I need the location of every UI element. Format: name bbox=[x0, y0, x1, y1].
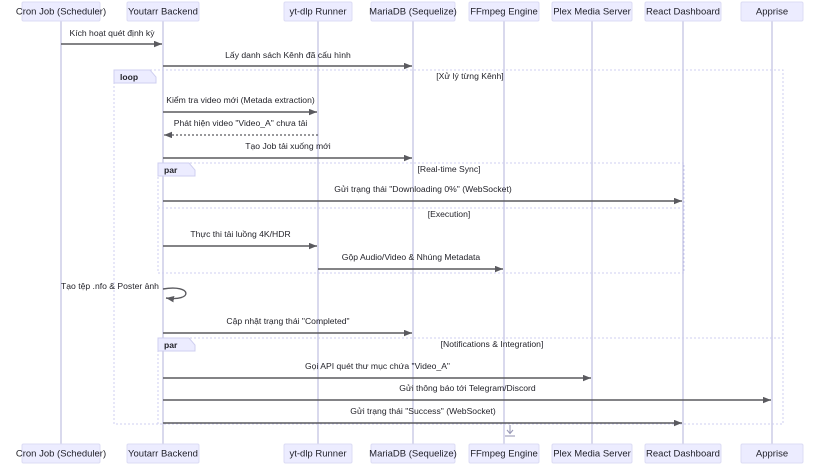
actor-mariadb-top[interactable]: MariaDB (Sequelize) bbox=[369, 1, 457, 22]
message-label-m1: Kích hoạt quét định kỳ bbox=[69, 28, 155, 38]
actor-react-bottom[interactable]: React Dashboard bbox=[644, 443, 722, 464]
actor-box-plex-bottom[interactable] bbox=[551, 443, 633, 464]
fragment-par-notifications bbox=[157, 337, 784, 425]
messages-group: Kích hoạt quét định kỳ Lấy danh sách Kênh… bbox=[61, 28, 771, 427]
actors-top-group: Cron Job (Scheduler) Youtarr Backend yt-dl… bbox=[16, 1, 804, 22]
actor-box-ytdlp-bottom[interactable] bbox=[283, 443, 353, 464]
message-label-m9: Cập nhật trạng thái "Completed" bbox=[226, 316, 349, 326]
actor-label-ytdlp-top: yt-dlp Runner bbox=[289, 7, 346, 18]
actor-backend-bottom[interactable]: Youtarr Backend bbox=[126, 443, 200, 464]
fragment-kind-label-loop-channels: loop bbox=[120, 72, 138, 82]
actor-box-ffmpeg-top[interactable] bbox=[468, 1, 540, 22]
message-label-m3: Kiểm tra video mới (Metada extraction) bbox=[166, 95, 315, 105]
actor-backend-top[interactable]: Youtarr Backend bbox=[126, 1, 200, 22]
message-label-m11: Gửi thông báo tới Telegram/Discord bbox=[399, 383, 536, 393]
actor-apprise-top[interactable]: Apprise bbox=[740, 1, 804, 22]
actor-label-ytdlp-bottom: yt-dlp Runner bbox=[289, 449, 346, 460]
actor-label-cron-bottom: Cron Job (Scheduler) bbox=[16, 449, 106, 460]
actor-label-plex-top: Plex Media Server bbox=[553, 7, 631, 18]
actor-box-react-top[interactable] bbox=[644, 1, 722, 22]
actor-box-apprise-bottom[interactable] bbox=[740, 443, 804, 464]
lifelines-group bbox=[60, 21, 773, 444]
fragments-group: loop [Xử lý từng Kênh] par [Real-time Sync]… bbox=[113, 69, 784, 425]
message-label-m2: Lấy danh sách Kênh đã cấu hình bbox=[225, 50, 351, 60]
actor-cron-bottom[interactable]: Cron Job (Scheduler) bbox=[16, 443, 106, 464]
message-label-m5: Tạo Job tải xuống mới bbox=[245, 141, 330, 151]
actor-apprise-bottom[interactable]: Apprise bbox=[740, 443, 804, 464]
actor-label-react-top: React Dashboard bbox=[646, 7, 720, 18]
actor-box-mariadb-top[interactable] bbox=[370, 1, 456, 22]
actor-plex-top[interactable]: Plex Media Server bbox=[551, 1, 633, 22]
actor-box-cron-bottom[interactable] bbox=[21, 443, 101, 464]
fragment-alt-title-par-realtime: [Execution] bbox=[428, 209, 471, 219]
message-label-m7: Thực thi tải luồng 4K/HDR bbox=[190, 229, 290, 239]
message-label-m8: Gộp Audio/Video & Nhúng Metadata bbox=[342, 252, 481, 262]
self-messages-group: Tạo tệp .nfo & Poster ảnh bbox=[61, 281, 187, 303]
actor-plex-bottom[interactable]: Plex Media Server bbox=[551, 443, 633, 464]
actor-label-cron-top: Cron Job (Scheduler) bbox=[16, 7, 106, 18]
actor-box-cron-top[interactable] bbox=[21, 1, 101, 22]
icons-group bbox=[505, 425, 515, 437]
actor-label-ffmpeg-bottom: FFmpeg Engine bbox=[470, 449, 538, 460]
actor-cron-top[interactable]: Cron Job (Scheduler) bbox=[16, 1, 106, 22]
actor-box-backend-top[interactable] bbox=[126, 1, 200, 22]
self-message-label-sm1: Tạo tệp .nfo & Poster ảnh bbox=[61, 281, 159, 291]
message-label-m6: Gửi trạng thái "Downloading 0%" (WebSock… bbox=[334, 184, 512, 194]
actor-label-backend-top: Youtarr Backend bbox=[128, 7, 198, 18]
actor-ffmpeg-top[interactable]: FFmpeg Engine bbox=[468, 1, 540, 22]
actor-ytdlp-top[interactable]: yt-dlp Runner bbox=[283, 1, 353, 22]
fragment-kind-label-par-realtime: par bbox=[164, 165, 178, 175]
actor-box-react-bottom[interactable] bbox=[644, 443, 722, 464]
actor-box-plex-top[interactable] bbox=[551, 1, 633, 22]
fragment-title-par-realtime: [Real-time Sync] bbox=[417, 164, 480, 174]
message-label-m4: Phát hiện video "Video_A" chưa tải bbox=[174, 118, 308, 128]
actor-box-apprise-top[interactable] bbox=[740, 1, 804, 22]
fragment-title-par-notifications: [Notifications & Integration] bbox=[441, 339, 544, 349]
fragment-par-realtime bbox=[157, 162, 685, 274]
actor-mariadb-bottom[interactable]: MariaDB (Sequelize) bbox=[369, 443, 457, 464]
message-label-m10: Gọi API quét thư mục chứa "Video_A" bbox=[305, 361, 450, 371]
actors-bottom-group: Cron Job (Scheduler) Youtarr Backend yt-dl… bbox=[16, 443, 804, 464]
fragment-tab-loop-channels bbox=[113, 69, 157, 84]
fragment-kind-label-par-notifications: par bbox=[164, 340, 178, 350]
actor-box-ffmpeg-bottom[interactable] bbox=[468, 443, 540, 464]
actor-label-apprise-bottom: Apprise bbox=[756, 449, 788, 460]
actor-label-mariadb-top: MariaDB (Sequelize) bbox=[369, 7, 457, 18]
message-label-m12: Gửi trạng thái "Success" (WebSocket) bbox=[350, 406, 496, 416]
actor-ytdlp-bottom[interactable]: yt-dlp Runner bbox=[283, 443, 353, 464]
fragment-tab-par-realtime bbox=[157, 162, 196, 177]
fragment-tab-par-notifications bbox=[157, 337, 196, 352]
actor-label-mariadb-bottom: MariaDB (Sequelize) bbox=[369, 449, 457, 460]
actor-box-backend-bottom[interactable] bbox=[126, 443, 200, 464]
actor-label-plex-bottom: Plex Media Server bbox=[553, 449, 631, 460]
actor-box-ytdlp-top[interactable] bbox=[283, 1, 353, 22]
self-message-arrow-sm1 bbox=[162, 287, 187, 303]
fragment-title-loop-channels: [Xử lý từng Kênh] bbox=[436, 71, 503, 81]
actor-ffmpeg-bottom[interactable]: FFmpeg Engine bbox=[468, 443, 540, 464]
download-icon-head bbox=[506, 429, 514, 435]
download-icon bbox=[505, 425, 515, 437]
actor-react-top[interactable]: React Dashboard bbox=[644, 1, 722, 22]
actor-label-apprise-top: Apprise bbox=[756, 7, 788, 18]
actor-box-mariadb-bottom[interactable] bbox=[370, 443, 456, 464]
actor-label-react-bottom: React Dashboard bbox=[646, 449, 720, 460]
actor-label-ffmpeg-top: FFmpeg Engine bbox=[470, 7, 538, 18]
actor-label-backend-bottom: Youtarr Backend bbox=[128, 449, 198, 460]
